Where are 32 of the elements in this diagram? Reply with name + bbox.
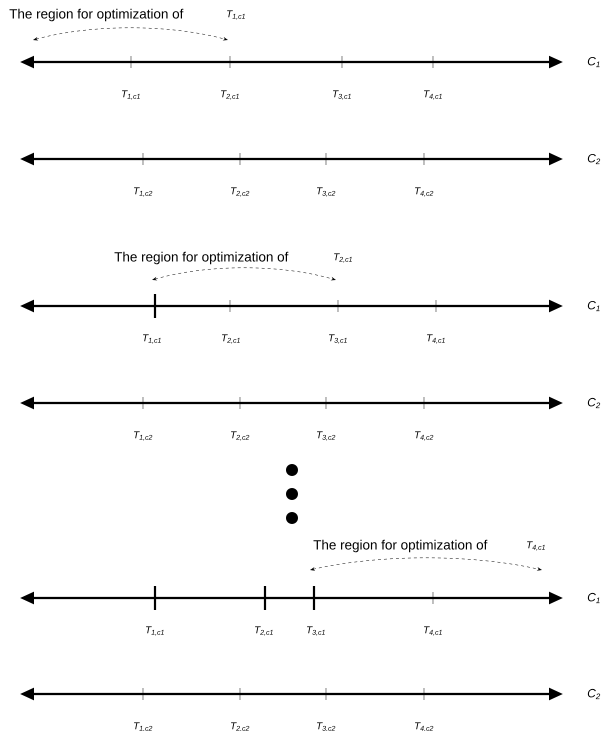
tick-label: T$_{4,c1}$ [424,626,442,636]
channel-label: C$_{1}$ [588,300,600,312]
tick-label: T$_{1,c1}$ [143,334,161,344]
variable-label: T$_{4,c1}$ [527,541,545,551]
tick-label: T$_{4,c2}$ [415,431,434,441]
tick-label: T$_{3,c1}$ [333,90,351,100]
tick-label: T$_{1,c2}$ [134,187,152,197]
region-caption: The region for optimization of [114,252,288,264]
tick-label: T$_{2,c1}$ [221,90,239,100]
tick-label: T$_{4,c1}$ [427,334,445,344]
variable-label: T$_{2,c1}$ [334,253,352,263]
tick-label: T$_{1,c1}$ [146,626,164,636]
channel-label: C$_{2}$ [588,154,600,164]
tick-label: T$_{3,c2}$ [317,431,336,441]
tick-label: T$_{3,c2}$ [317,187,336,197]
tick-label: T$_{3,c1}$ [307,626,325,636]
tick-label: T$_{4,c2}$ [415,187,434,197]
variable-label: T$_{1,c1}$ [227,10,245,20]
region-caption: The region for optimization of [10,8,184,22]
tick-label: T$_{2,c2}$ [231,431,250,441]
tick-label: T$_{2,c1}$ [255,626,273,636]
channel-label: C$_{2}$ [588,688,600,700]
channel-label: C$_{2}$ [588,398,600,408]
tick-label: T$_{2,c2}$ [231,187,250,197]
region-caption: The region for optimization of [314,540,488,552]
tick-label: T$_{1,c2}$ [134,431,152,441]
channel-label: C$_{1}$ [588,592,600,604]
tick-label: T$_{2,c1}$ [222,334,240,344]
tick-label: T$_{3,c1}$ [329,334,347,344]
channel-label: C$_{1}$ [588,56,600,68]
tick-label: T$_{1,c1}$ [122,90,140,100]
tick-label: T$_{4,c1}$ [424,90,442,100]
